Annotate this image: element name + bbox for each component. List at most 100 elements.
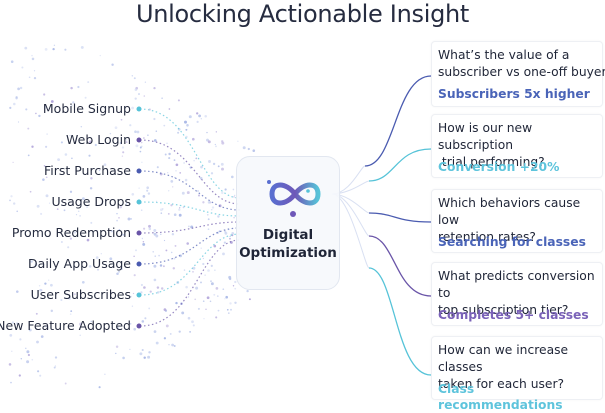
particle-dot [80,125,83,128]
particle-dot [68,296,72,300]
particle-dot [186,191,190,195]
hub-title-line1: Digital [262,227,314,243]
particle-dot [129,124,132,127]
particle-dot [139,150,142,153]
particle-dot [149,290,152,293]
particle-dot [202,300,205,303]
particle-dot [26,350,30,354]
particle-dot [54,356,58,359]
particle-dot [88,265,92,268]
input-connectors [139,108,241,327]
connector-diagram [8,44,432,389]
particle-dot [231,232,235,235]
particle-dot [118,229,121,231]
particle-dot [217,309,220,312]
input-connector [139,108,241,199]
particle-dot [172,267,176,270]
particle-dot [211,206,215,209]
particle-dot [45,194,49,198]
particle-dot [196,120,199,123]
particle-dot [138,93,140,95]
particle-dot [194,298,197,301]
particle-dot [34,263,38,267]
particle-dot [196,112,199,115]
particle-dot [178,208,181,211]
particle-dot [221,141,225,145]
particle-dot [155,234,159,238]
particle-dot [168,152,171,156]
particle-dot [122,151,125,154]
particle-dot [170,204,173,207]
particle-dot [131,305,134,307]
insight-answer: Completes 5+ classes [438,308,589,322]
particle-dot [173,257,176,260]
question-line: retention rates? [438,230,536,244]
particle-dot [135,249,137,252]
particle-dot [195,157,198,160]
particle-dot [208,160,211,163]
particle-dot [202,201,205,204]
particle-dot [163,124,166,127]
particle-dot [211,209,213,211]
particle-dot [116,326,119,330]
particle-dot [163,239,166,242]
particle-dot [43,165,46,167]
particle-dot [11,321,15,324]
particle-dot [229,235,231,238]
particle-dot [13,202,16,205]
particle-dot [138,187,140,189]
insight-answer: Class recommendations [438,382,563,412]
input-label: New Feature Adopted [0,318,131,333]
particle-dot [226,308,229,311]
particle-dot [188,225,190,228]
input-connector [139,239,241,327]
particle-dot [95,256,99,259]
particle-dot [215,316,218,319]
particle-dot [143,137,145,139]
particle-dot [120,267,123,271]
particle-dot [191,137,195,141]
particle-dot [44,48,48,51]
particle-dot [131,106,134,110]
particle-dot [152,251,154,253]
particle-dot [233,216,235,219]
particle-dot [206,213,209,216]
hub-card [236,156,340,290]
input-node-dot [136,137,142,143]
particle-dot [20,357,23,360]
particle-dot [207,269,210,272]
question-line: top subscription tier? [438,303,569,317]
particle-dot [110,230,113,233]
particle-dot [206,131,208,134]
particle-dot [168,190,170,192]
input-connector [139,139,241,205]
particle-dot [214,143,216,146]
particle-dot [70,310,73,312]
particle-dot [230,175,234,179]
question-line: trial performing? [438,155,545,169]
particle-dot [200,247,202,249]
particle-dot [160,287,164,290]
particle-dot [179,207,181,209]
particle-dot [223,241,227,244]
particle-dot [28,76,31,79]
particle-dot [144,81,147,83]
particle-dot [168,157,171,160]
particle-dot [46,133,48,135]
particle-dot [185,285,188,289]
particle-dot [227,312,230,314]
particle-dot [216,295,219,297]
particle-dot [81,280,85,284]
particle-dot [111,291,114,294]
particle-dot [148,351,151,354]
insight-question: How is our new subscription trial perfor… [438,120,604,171]
particle-dot [77,85,80,89]
particle-dot [135,144,139,148]
particle-dot [133,327,136,331]
particle-dot [232,285,235,287]
particle-dot [182,206,185,209]
particle-dot [133,77,136,80]
particle-dot [192,266,196,270]
